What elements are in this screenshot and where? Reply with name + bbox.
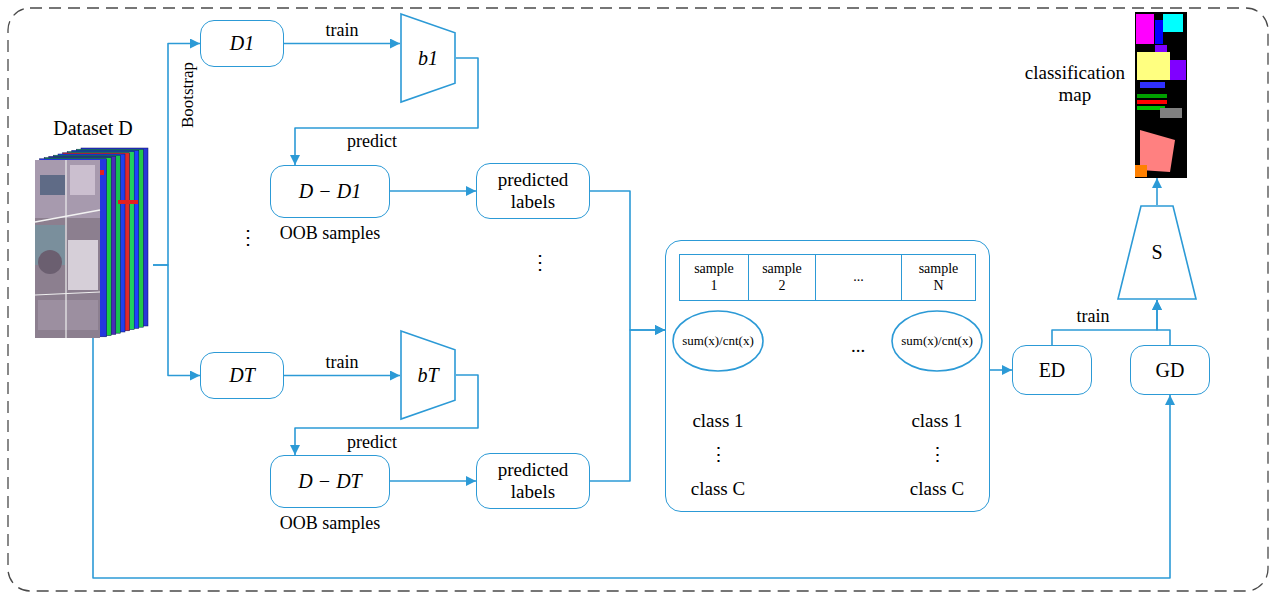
edge-label: predict xyxy=(345,131,399,152)
oob-box: D − DTOOB samples xyxy=(270,455,390,508)
data-box: GD xyxy=(1130,345,1210,395)
node-text: predicted labels xyxy=(477,459,589,503)
outline xyxy=(673,311,763,371)
connector-arrow xyxy=(1156,178,1158,205)
node-text: DT xyxy=(229,364,255,387)
node-subtext: OOB samples xyxy=(280,223,381,244)
node-subtext: OOB samples xyxy=(280,513,381,534)
table-cell: sample 2 xyxy=(748,254,816,301)
table-cell: ... xyxy=(815,254,902,301)
outline xyxy=(892,311,982,371)
node-text: D − DT xyxy=(298,470,362,493)
node-subtext: class 1 xyxy=(911,410,962,432)
node-text: bT xyxy=(417,364,438,387)
dataset-cube: Dataset D xyxy=(33,145,153,338)
classification-map-image xyxy=(1135,12,1187,178)
edge-label: train xyxy=(324,352,361,373)
ellipsis-dots: ⋮ xyxy=(238,226,258,249)
node-text: GD xyxy=(1156,359,1185,382)
connector-arrow xyxy=(1157,300,1170,345)
data-box: ED xyxy=(1012,345,1092,395)
node-text: ED xyxy=(1039,359,1066,382)
prediction-box: predicted labels xyxy=(476,453,590,509)
outer-dashed-frame xyxy=(8,8,1268,591)
connector-arrow xyxy=(153,265,200,376)
classification-map: classification map xyxy=(1135,12,1187,178)
node-text: predicted labels xyxy=(477,169,589,213)
outline xyxy=(401,14,455,102)
node-text: Dataset D xyxy=(53,117,132,140)
node-text: ... xyxy=(851,335,865,357)
connector-arrow xyxy=(390,190,476,192)
oob-box: D − D1OOB samples xyxy=(270,165,390,218)
table-cell: sample N xyxy=(901,254,976,301)
subset-box: D1 xyxy=(200,20,284,67)
average-circle: sum(x)/cnt(x) xyxy=(891,310,983,372)
node-text: b1 xyxy=(418,47,438,70)
edge-label: train xyxy=(324,20,361,41)
node-text: sample 1 xyxy=(694,261,734,293)
connector-arrow xyxy=(990,369,1012,371)
outline xyxy=(401,331,455,419)
hyperspectral-cube xyxy=(35,148,148,338)
base-learner: b1 xyxy=(400,13,456,103)
bootstrap-label: Bootstrap xyxy=(178,62,198,128)
node-text: sample N xyxy=(919,261,959,293)
edge-label: train xyxy=(1075,306,1112,327)
connector-arrow xyxy=(284,43,400,45)
connector-arrow xyxy=(390,480,476,482)
node-subtext: class 1 xyxy=(692,410,743,432)
outline xyxy=(1118,206,1196,299)
connector-arrow xyxy=(284,375,400,377)
classifier-trapezoid: S xyxy=(1117,205,1197,300)
node-subtext: ⋮ xyxy=(709,444,728,466)
prediction-box: predicted labels xyxy=(476,163,590,219)
node-text: sample 2 xyxy=(762,261,802,293)
vote-aggregation-box: ... class 1 ⋮ class C class 1 ⋮ class C sample … xyxy=(665,240,990,512)
edge-label: predict xyxy=(345,432,399,453)
connector-arrow xyxy=(590,330,665,481)
node-text: D − D1 xyxy=(299,180,361,203)
subset-box: DT xyxy=(200,352,284,399)
table-cell: sample 1 xyxy=(679,254,749,301)
connector-arrow xyxy=(1052,300,1157,345)
node-subtext: class C xyxy=(691,478,745,500)
node-subtext: ⋮ xyxy=(928,444,947,466)
connector-arrow xyxy=(93,338,1170,578)
ellipsis-dots: ⋮ xyxy=(530,251,550,274)
connector-arrow xyxy=(590,191,665,330)
node-text: D1 xyxy=(230,32,254,55)
node-text: S xyxy=(1151,241,1162,264)
node-text: sum(x)/cnt(x) xyxy=(682,334,753,349)
average-circle: sum(x)/cnt(x) xyxy=(672,310,764,372)
node-text: classification map xyxy=(1025,62,1125,106)
node-subtext: class C xyxy=(910,478,964,500)
node-text: ... xyxy=(853,269,864,285)
node-text: sum(x)/cnt(x) xyxy=(901,334,972,349)
base-learner: bT xyxy=(400,330,456,420)
connector-arrow xyxy=(153,44,200,266)
